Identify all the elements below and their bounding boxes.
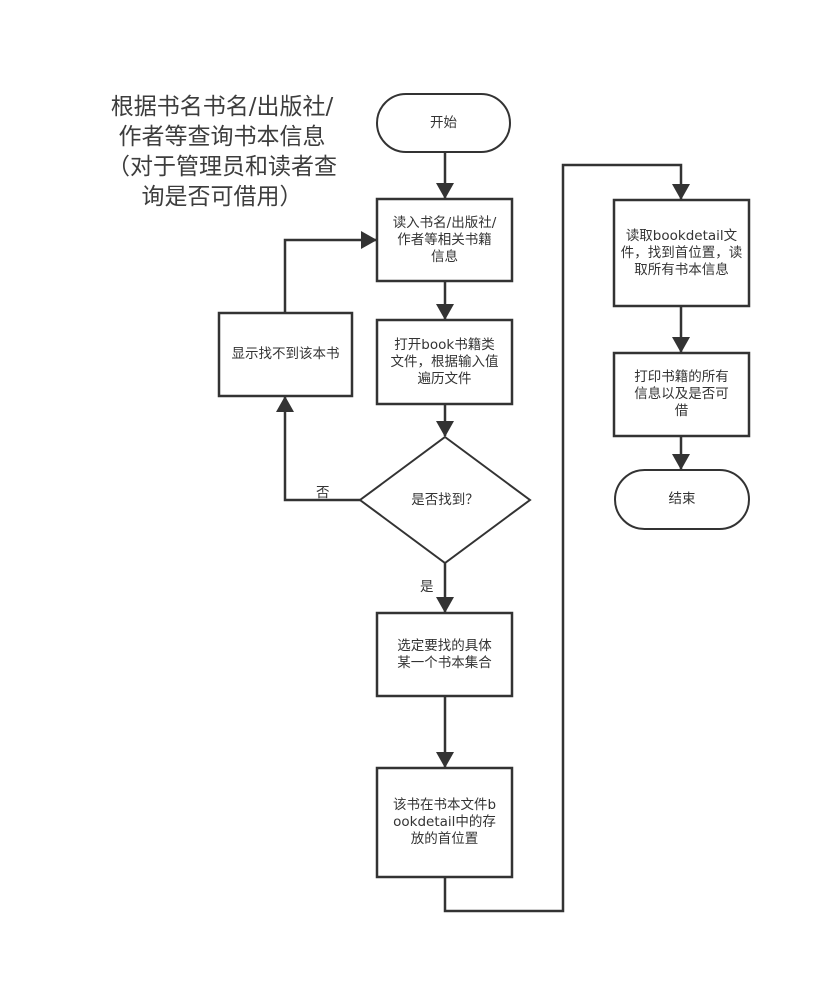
diagram-note: 根据书名书名/出版社/ 作者等查询书本信息 （对于管理员和读者查 询是否可借用） xyxy=(82,92,362,212)
not-found-box xyxy=(217,311,354,398)
edge-first-position-to-read-detail xyxy=(443,163,690,913)
note-line-1: 根据书名书名/出版社/ xyxy=(110,94,334,120)
note-line-4: 询是否可借用） xyxy=(141,184,303,210)
found-decision-diamond xyxy=(358,435,532,565)
select-set-box xyxy=(375,611,514,698)
read-detail-box xyxy=(612,198,751,308)
print-info-box xyxy=(612,351,751,438)
note-line-3: （对于管理员和读者查 xyxy=(107,154,337,180)
read-input-box xyxy=(375,197,514,283)
edge-decision-no-to-not-found xyxy=(276,396,360,502)
start-terminal xyxy=(376,93,511,153)
end-terminal xyxy=(614,469,750,530)
edge-label-no: 否 xyxy=(316,485,330,501)
open-file-box xyxy=(375,318,514,406)
first-position-box xyxy=(375,766,514,879)
edge-label-yes: 是 xyxy=(420,579,434,595)
note-line-2: 作者等查询书本信息 xyxy=(118,124,326,150)
edge-not-found-to-read-input xyxy=(283,231,377,313)
